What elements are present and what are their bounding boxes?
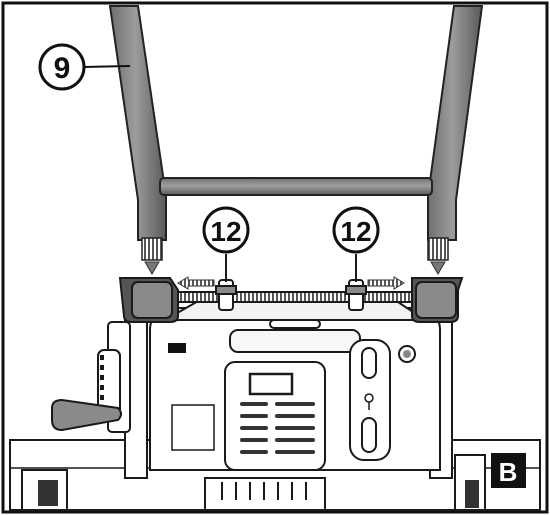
- top-slot: [269, 319, 321, 329]
- slide-arrow-left-icon: [177, 276, 215, 290]
- upper-recess: [229, 329, 361, 353]
- panel-label-box: [491, 453, 526, 488]
- vent-slots: [240, 402, 315, 454]
- handle-right-thread: [427, 237, 449, 261]
- side-adjust-mechanism: [51, 321, 131, 433]
- callout-circle: [38, 43, 86, 91]
- arrow-down-right-icon: [430, 261, 446, 275]
- badge-plate: [168, 343, 186, 353]
- knob-left: [215, 254, 237, 311]
- callout-circle: [202, 206, 250, 254]
- lower-switch: [361, 417, 377, 453]
- upper-switch: [361, 347, 377, 379]
- clamp-assembly: [118, 254, 464, 323]
- handle-left-thread: [141, 237, 163, 261]
- lock-icon: [364, 393, 374, 410]
- panel-label: B: [491, 453, 526, 488]
- knob-right: [345, 254, 367, 311]
- side-label-plate: [171, 404, 215, 451]
- threaded-rod: [159, 291, 431, 303]
- callout-label-knob-right: 12: [340, 216, 371, 247]
- lower-grille: [204, 477, 326, 511]
- callout-circle: [332, 206, 380, 254]
- callout-knob-left: 12: [202, 206, 250, 254]
- panel-label-text: B: [499, 457, 518, 487]
- adjust-lever: [51, 398, 122, 432]
- callout-label-handle: 9: [54, 52, 71, 85]
- slide-arrow-right-icon: [367, 276, 405, 290]
- callout-handle: 9: [38, 43, 131, 91]
- machine-body: [9, 299, 541, 511]
- callout-label-knob-left: 12: [210, 216, 241, 247]
- callout-knob-right: 12: [332, 206, 380, 254]
- u-handle: [108, 5, 484, 275]
- handle-left-upright: [108, 5, 167, 241]
- vent-window: [248, 372, 294, 396]
- arrow-down-left-icon: [144, 261, 160, 275]
- handle-crossbar: [159, 177, 433, 196]
